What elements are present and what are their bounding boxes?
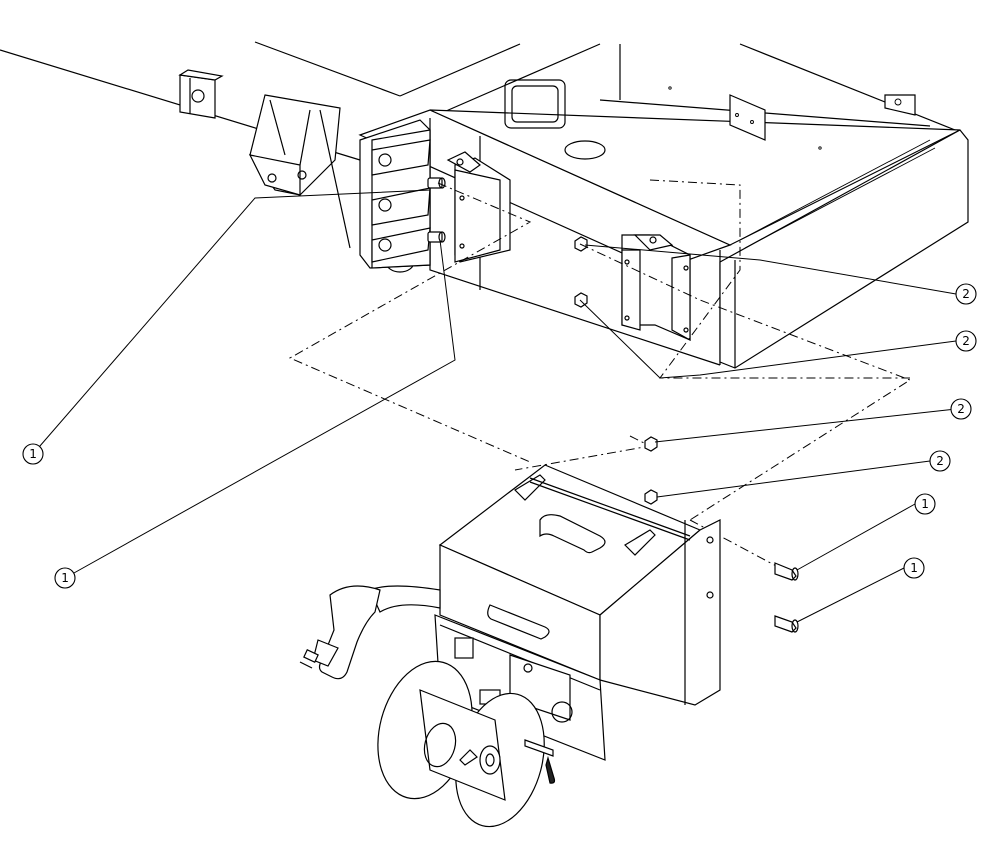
callout-balloon: 2 bbox=[955, 283, 977, 305]
callout-balloon: 1 bbox=[914, 493, 936, 515]
callout-label: 1 bbox=[61, 571, 69, 585]
leader-lines bbox=[32, 189, 957, 623]
callout-label: 2 bbox=[962, 287, 970, 301]
callout-balloon: 2 bbox=[929, 450, 951, 472]
callout-label: 1 bbox=[910, 561, 918, 575]
callout-label: 1 bbox=[921, 497, 929, 511]
receiver-bracket-right bbox=[621, 234, 691, 342]
callout-label: 2 bbox=[957, 402, 965, 416]
mounting-plate bbox=[359, 119, 446, 269]
callout-balloon: 1 bbox=[22, 443, 44, 465]
receiver-bracket-left bbox=[446, 151, 511, 263]
callout-label: 2 bbox=[962, 334, 970, 348]
callout-label: 2 bbox=[936, 454, 944, 468]
bolt-right-upper bbox=[774, 562, 799, 581]
callout-balloon: 2 bbox=[950, 398, 972, 420]
hitch-bracket bbox=[248, 94, 351, 249]
hose-reel-box bbox=[434, 464, 721, 761]
mounting-clip bbox=[178, 69, 224, 119]
hose-reel bbox=[377, 660, 556, 828]
callout-balloon: 2 bbox=[955, 330, 977, 352]
nut-box-lower bbox=[644, 489, 658, 505]
callout-balloon: 1 bbox=[903, 557, 925, 579]
bolt-right-lower bbox=[774, 615, 799, 633]
callout-label: 1 bbox=[29, 447, 37, 461]
nut-box-upper bbox=[644, 436, 658, 452]
callout-balloon: 1 bbox=[54, 567, 76, 589]
spray-gun bbox=[299, 585, 441, 680]
